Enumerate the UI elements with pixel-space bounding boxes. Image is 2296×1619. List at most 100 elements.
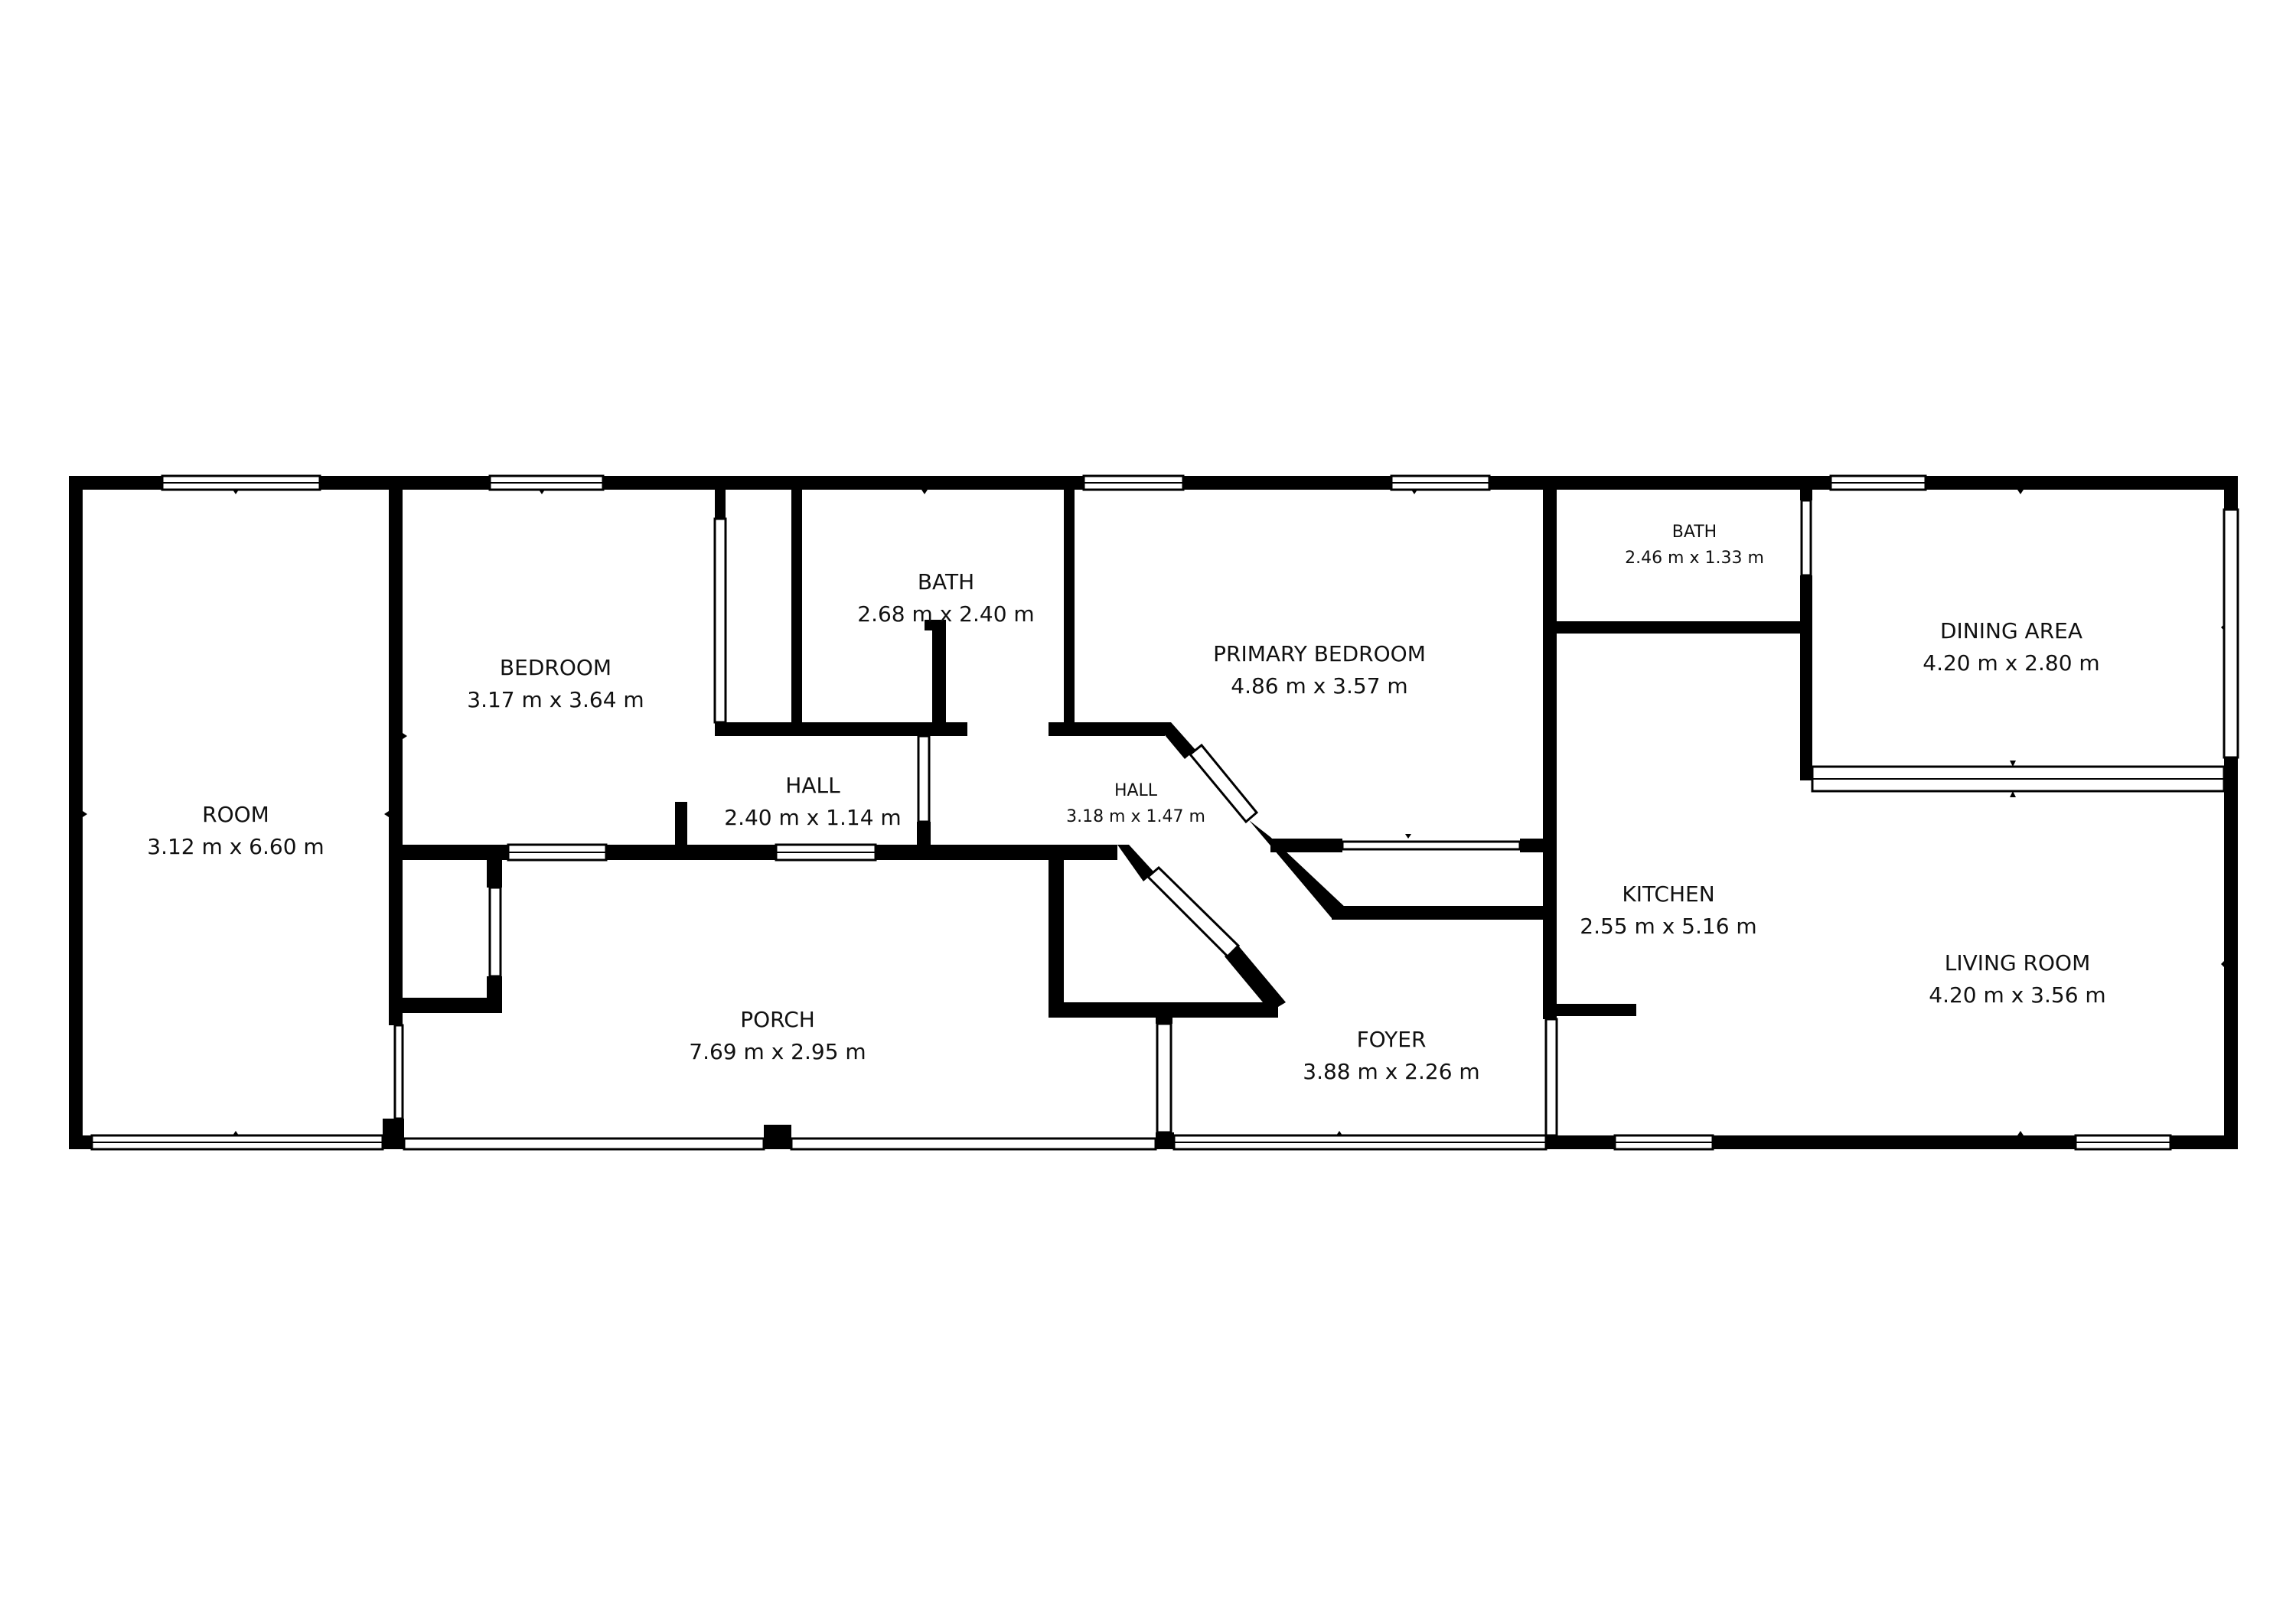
wall-porch-diagonal-top [1117, 845, 1154, 881]
wall-bath2-right-lower [1800, 575, 1812, 780]
wall-closet-bottom [403, 998, 502, 1013]
walls [69, 476, 2238, 1149]
room-dims-bath1: 2.68 m x 2.40 m [857, 601, 1034, 627]
room-dims-bedroom: 3.17 m x 3.64 m [467, 687, 644, 712]
opening-foyer-kitchen [1544, 1018, 1558, 1137]
room-name-bath1: BATH [918, 569, 974, 595]
wall-closet-right-lower [487, 976, 502, 1013]
marker [2221, 961, 2224, 967]
window-hall-bottom [775, 843, 877, 862]
marker [2010, 761, 2016, 767]
marker [384, 811, 389, 817]
dimension-markers [83, 490, 2224, 1135]
room-name-living-room: LIVING ROOM [1945, 950, 2091, 976]
wall-bath1-stub-top [925, 620, 946, 630]
wall-hall-diagonal-b [1249, 820, 1347, 918]
marker [2017, 490, 2024, 494]
marker [233, 1131, 239, 1135]
window-porch-bottom [403, 1137, 765, 1151]
wall-foyer-top [1332, 906, 1546, 920]
wall-bath2-bottom [1557, 621, 1812, 634]
opening-closet-porch [488, 886, 502, 978]
windows [90, 474, 2239, 1151]
window-dining-top [1829, 474, 1927, 491]
marker [2010, 791, 2016, 797]
wall-right-upper [2224, 476, 2238, 510]
wall-bottom-left [69, 1135, 92, 1149]
wall-bath1-right [1064, 490, 1075, 728]
wall-porch-foyer-stub [1156, 1007, 1172, 1024]
wall-hall-top-right [1049, 722, 1165, 736]
room-dims-hall2: 3.18 m x 1.47 m [1066, 807, 1205, 826]
marker [403, 733, 407, 739]
wall-triangle-left [1049, 860, 1064, 1016]
room-name-kitchen: KITCHEN [1622, 881, 1714, 907]
marker [2017, 1131, 2024, 1135]
wall-bedroom-closet-top [715, 490, 726, 519]
window-primary-top-left [1082, 474, 1185, 491]
opening-porch-foyer [1156, 1022, 1172, 1134]
opening-dining-right [2223, 508, 2239, 759]
wall-hall1-left-stub [675, 802, 687, 846]
wall-primary-bottom-right [1520, 839, 1546, 852]
opening-hall-diagonal [1188, 743, 1259, 824]
marker [2221, 624, 2224, 630]
wall-bath1-stub [932, 620, 946, 727]
wall-hall1-right-stub [917, 822, 931, 848]
wall-hall-diagonal-a [1154, 722, 1195, 759]
room-name-bedroom: BEDROOM [500, 655, 612, 680]
window-bedroom-top [488, 474, 605, 491]
room-dims-hall1: 2.40 m x 1.14 m [724, 805, 901, 830]
room-dims-bath2: 2.46 m x 1.33 m [1625, 549, 1764, 568]
room-dims-porch: 7.69 m x 2.95 m [689, 1039, 866, 1064]
marker [921, 490, 928, 494]
wall-room-bedroom [389, 490, 403, 1025]
opening-room-porch [393, 1024, 404, 1120]
opening-hall-divider [917, 735, 931, 823]
room-name-hall1: HALL [785, 773, 840, 798]
room-name-hall2: HALL [1114, 781, 1158, 800]
wall-primary-kitchen [1543, 490, 1557, 1019]
window-room-top [161, 474, 321, 491]
wall-bottom-kitchen [1546, 1135, 2238, 1149]
wall-kitchen-stub [1546, 1004, 1636, 1016]
wall-closet-bath [791, 490, 802, 728]
room-dims-living-room: 4.20 m x 3.56 m [1929, 982, 2105, 1008]
room-dims-room: 3.12 m x 6.60 m [147, 834, 324, 859]
room-name-porch: PORCH [740, 1007, 815, 1032]
opening-closet-left [713, 517, 727, 724]
room-name-foyer: FOYER [1357, 1027, 1427, 1052]
opening-porch-diagonal [1146, 865, 1241, 959]
wall-bath2-right-upper [1800, 490, 1812, 500]
window-kitchen-bottom [1613, 1134, 1714, 1151]
window-bedroom-bottom [507, 843, 608, 862]
window-porch-bottom-right [790, 1137, 1157, 1151]
room-labels: ROOM 3.12 m x 6.60 m BEDROOM 3.17 m x 3.… [147, 523, 2105, 1084]
room-name-room: ROOM [202, 802, 269, 827]
wall-bottom-porch-post [764, 1125, 791, 1149]
marker [1405, 834, 1411, 839]
wall-right-lower [2224, 757, 2238, 1149]
opening-dining-living [1811, 765, 2226, 793]
wall-bottom-foyer-left [1156, 1132, 1174, 1149]
marker [233, 490, 239, 494]
marker [1411, 490, 1417, 494]
room-dims-kitchen: 2.55 m x 5.16 m [1580, 914, 1756, 939]
room-dims-foyer: 3.88 m x 2.26 m [1303, 1059, 1479, 1084]
marker [1336, 1131, 1342, 1135]
wall-triangle-diagonal [1225, 946, 1286, 1011]
room-dims-dining-area: 4.20 m x 2.80 m [1923, 650, 2099, 676]
window-primary-top-right [1390, 474, 1491, 491]
room-name-dining-area: DINING AREA [1940, 618, 2082, 643]
window-living-bottom [2074, 1134, 2172, 1151]
room-dims-primary-bedroom: 4.86 m x 3.57 m [1231, 673, 1407, 699]
wall-hall-top-left [715, 722, 967, 736]
opening-primary-foyer [1341, 840, 1521, 851]
room-name-bath2: BATH [1672, 523, 1717, 542]
wall-primary-bottom-left [1270, 839, 1342, 852]
marker [83, 811, 87, 817]
window-foyer-bottom [1172, 1134, 1548, 1151]
window-room-bottom [90, 1134, 384, 1151]
wall-closet-right-upper [487, 860, 502, 888]
